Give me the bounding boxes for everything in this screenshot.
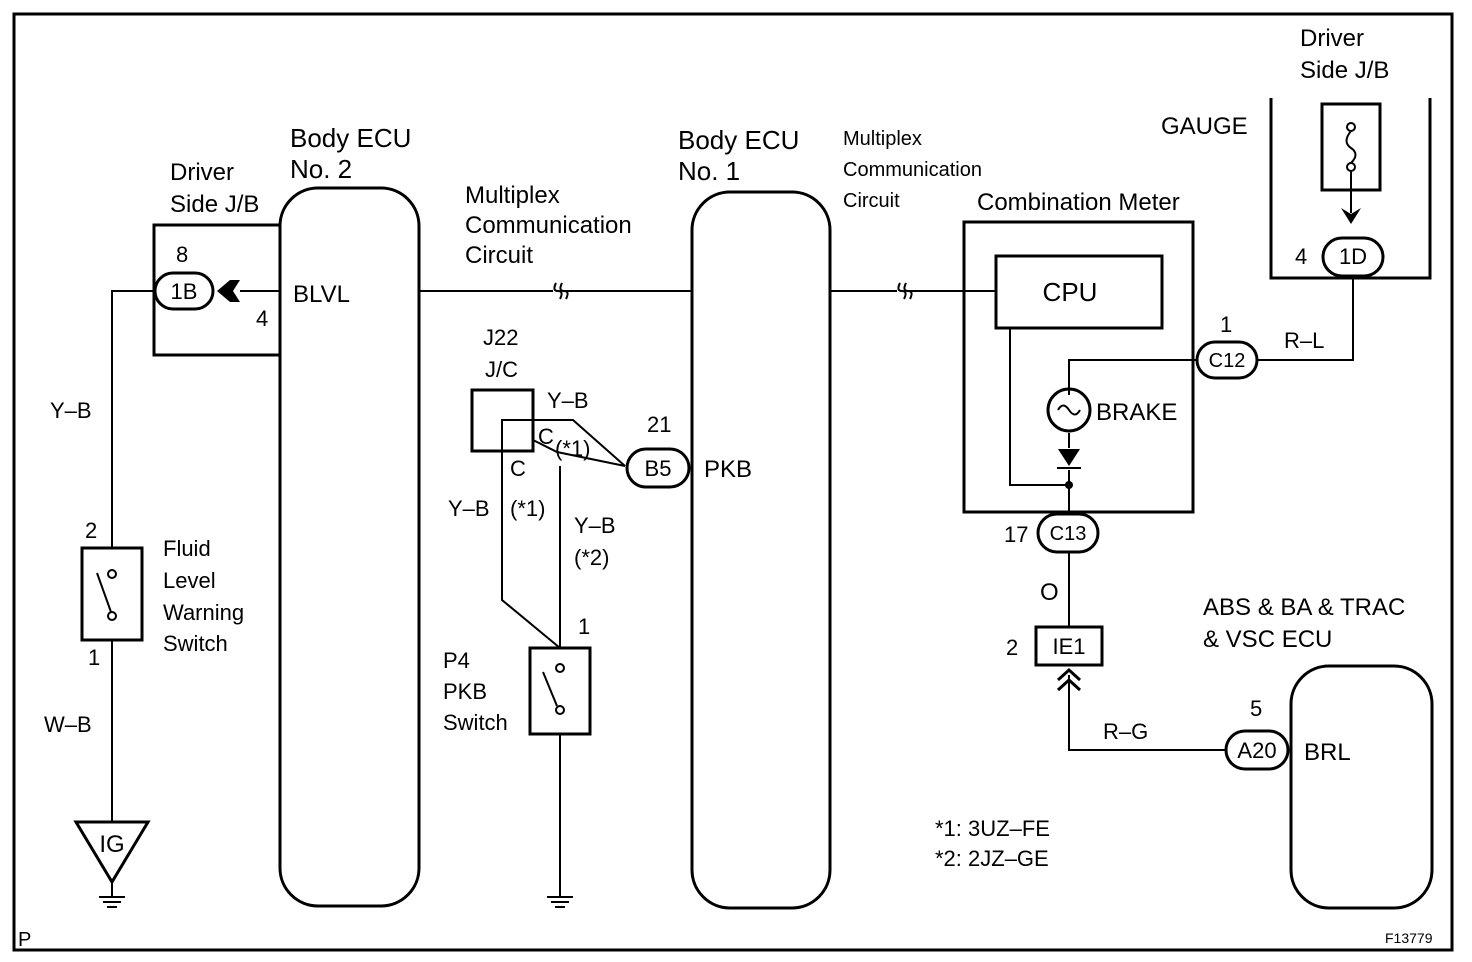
diagram-frame	[12, 12, 1454, 952]
brake-label: BRAKE	[1096, 399, 1177, 426]
wire-label-yb-top: Y–B	[547, 388, 589, 413]
fluid-label: Level	[163, 568, 216, 593]
gauge-label: GAUGE	[1161, 113, 1248, 140]
connector-1d-label: 1D	[1339, 244, 1367, 269]
driver-side-jb-right-label: Side J/B	[1300, 57, 1389, 84]
wire-label-rl: R–L	[1284, 328, 1324, 353]
pin-5: 5	[1250, 696, 1262, 721]
wire-label-c-mid: C	[510, 456, 526, 481]
driver-side-jb-right-label: Driver	[1300, 25, 1364, 52]
combination-meter-box	[962, 220, 1195, 514]
wire-cpu-internal	[1009, 328, 1070, 514]
pkb-switch-body	[528, 646, 592, 736]
switch-label: Switch	[443, 710, 508, 735]
driver-side-jb-left-label: Driver	[170, 159, 234, 186]
pin-8: 8	[176, 242, 188, 267]
pin-17: 17	[1004, 522, 1028, 547]
j22-label: J22	[483, 325, 518, 350]
diode-icon	[1058, 449, 1080, 466]
pin-1-pkb: 1	[578, 614, 590, 639]
pin-21: 21	[647, 412, 671, 437]
mux-left-label: Communication	[465, 212, 632, 239]
corner-p: P	[18, 929, 31, 951]
ig-ground-symbol	[73, 820, 151, 885]
mux-left-label: Circuit	[465, 242, 533, 269]
abs-ecu-label: ABS & BA & TRAC	[1203, 594, 1405, 621]
fuse-icon	[1345, 122, 1357, 172]
p4-label: P4	[443, 648, 470, 673]
body-ecu-1-label: Body ECU	[678, 125, 799, 155]
brake-lamp-icon	[1046, 387, 1092, 433]
pkb-label: PKB	[704, 456, 752, 483]
mux-right-label: Circuit	[843, 190, 900, 212]
wire-label-yb-left: Y–B	[50, 398, 92, 423]
wire-c-diag	[532, 439, 626, 467]
note-1: *1: 3UZ–FE	[935, 816, 1050, 841]
pin-2-ie1: 2	[1006, 635, 1018, 660]
connector-a20	[1224, 729, 1290, 771]
connector-1d	[1321, 236, 1385, 278]
junction-dot	[1065, 481, 1073, 489]
wire-yb-left	[111, 290, 155, 548]
fluid-label: Fluid	[163, 536, 211, 561]
pin-2-fluid: 2	[85, 518, 97, 543]
brl-label: BRL	[1304, 739, 1351, 766]
connector-arrow	[1341, 208, 1361, 224]
connector-1b-label: 1B	[171, 279, 198, 304]
figure-id: F13779	[1385, 930, 1433, 946]
fluid-label: Switch	[163, 631, 228, 656]
ground-icon	[99, 882, 125, 908]
abs-ecu-box	[1289, 664, 1434, 910]
fluid-label: Warning	[163, 600, 244, 625]
cpu-box	[994, 254, 1164, 330]
body-ecu-1-box	[690, 190, 832, 910]
pin-1-c12: 1	[1220, 312, 1232, 337]
driver-side-jb-left-label: Side J/B	[170, 191, 259, 218]
fluid-level-switch-body	[80, 546, 144, 642]
pin-1-fluid: 1	[88, 645, 100, 670]
wire-label-rg: R–G	[1103, 719, 1148, 744]
wire-label-star1-mid: (*1)	[510, 496, 545, 521]
body-ecu-2-label: Body ECU	[290, 123, 411, 153]
body-ecu-2-label: No. 2	[290, 154, 352, 184]
wire-label-star2-mid: (*2)	[574, 545, 609, 570]
mux-right-label: Multiplex	[843, 128, 922, 150]
connector-c12-label: C12	[1209, 350, 1246, 372]
blvl-label: BLVL	[293, 281, 350, 308]
wire-label-c-top: C	[538, 424, 554, 449]
mux-right-label: Communication	[843, 159, 982, 181]
pkb-switch-label: PKB	[443, 679, 487, 704]
body-ecu-2-box	[278, 186, 421, 908]
pin-4-1d: 4	[1295, 244, 1307, 269]
connector-b5	[625, 447, 691, 489]
driver-side-jb-right-box	[1269, 98, 1432, 280]
connector-arrow	[217, 280, 240, 302]
cpu-label: CPU	[1043, 277, 1098, 307]
body-ecu-1-label: No. 1	[678, 156, 740, 186]
connector-b5-label: B5	[645, 456, 672, 481]
wire-label-star1-top: (*1)	[555, 436, 590, 461]
wire-yb-top	[502, 419, 626, 467]
connector-c13-label: C13	[1050, 523, 1087, 545]
connector-a20-label: A20	[1237, 738, 1276, 763]
wire-label-wb: W–B	[44, 712, 92, 737]
connector-ie1	[1034, 625, 1104, 667]
wire-yb-star1	[501, 451, 561, 649]
pin-4-blvl: 4	[256, 306, 268, 331]
wire-label-o: O	[1040, 579, 1059, 606]
mux-left-label: Multiplex	[465, 182, 560, 209]
j22-inner-box	[501, 419, 534, 452]
wire-label-yb-mid-right: Y–B	[574, 513, 616, 538]
jc-label: J/C	[485, 357, 518, 382]
wire-label-yb-mid-left: Y–B	[448, 496, 490, 521]
note-2: *2: 2JZ–GE	[935, 846, 1049, 871]
ig-label: IG	[99, 831, 124, 858]
ground-icon	[547, 896, 573, 908]
wire-rl	[1257, 276, 1354, 361]
combination-meter-label: Combination Meter	[977, 189, 1180, 216]
connector-ie1-label: IE1	[1052, 634, 1085, 659]
abs-ecu-label: & VSC ECU	[1203, 626, 1332, 653]
wire-rg	[1068, 675, 1226, 751]
